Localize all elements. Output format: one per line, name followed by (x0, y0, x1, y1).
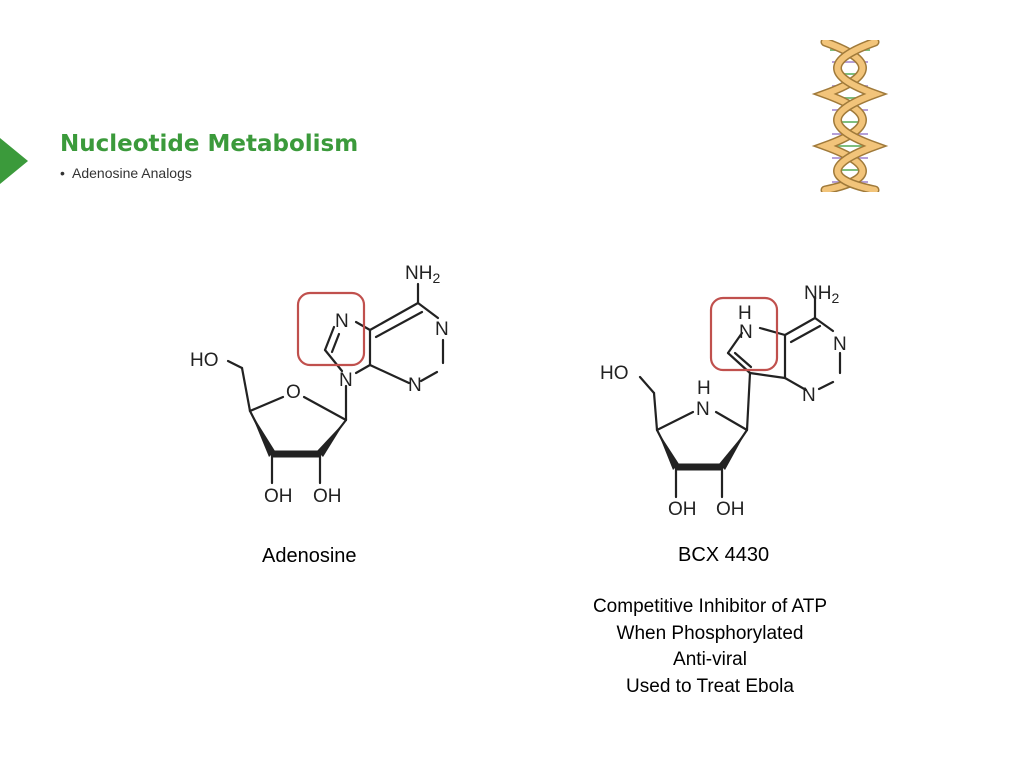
atom-label: OH (668, 499, 697, 520)
atom-label: H (697, 378, 711, 399)
note-line: Used to Treat Ebola (626, 675, 794, 697)
adenosine-structure: NH2 N N N N O HO OH OH (190, 263, 449, 507)
atom-label: OH (313, 486, 342, 507)
bcx-4430-notes: Competitive Inhibitor of ATP When Phosph… (560, 594, 860, 700)
note-line: When Phosphorylated (616, 622, 804, 644)
bullet-text: Adenosine Analogs (72, 165, 192, 181)
note-line: Anti-viral (673, 649, 747, 670)
atom-label: N (339, 370, 353, 391)
atom-label: H (738, 303, 752, 324)
adenosine-label: Adenosine (262, 545, 357, 567)
bcx-4430-structure: NH2 H N N N HO H N OH OH (600, 283, 847, 520)
bullet-item: • Adenosine Analogs (60, 165, 192, 181)
atom-label: NH2 (804, 283, 839, 306)
bcx-4430-label: BCX 4430 (678, 544, 770, 566)
atom-label: HO (190, 350, 219, 371)
atom-label: N (696, 399, 710, 420)
atom-label: NH2 (405, 263, 440, 286)
atom-label: N (408, 375, 422, 396)
atom-label: HO (600, 363, 629, 384)
atom-label: N (739, 322, 753, 343)
dna-helix-icon (811, 40, 889, 192)
slide-marker-arrow-icon (0, 138, 28, 184)
atom-label: N (335, 311, 349, 332)
note-line: Competitive Inhibitor of ATP (592, 596, 828, 617)
atom-label: N (435, 319, 449, 340)
atom-label: N (833, 334, 847, 355)
atom-label: OH (264, 486, 293, 507)
atom-label: O (286, 382, 301, 403)
atom-label: N (802, 385, 816, 406)
bullet-dot-icon: • (60, 165, 65, 181)
slide-title: Nucleotide Metabolism (60, 131, 359, 157)
atom-label: OH (716, 499, 745, 520)
